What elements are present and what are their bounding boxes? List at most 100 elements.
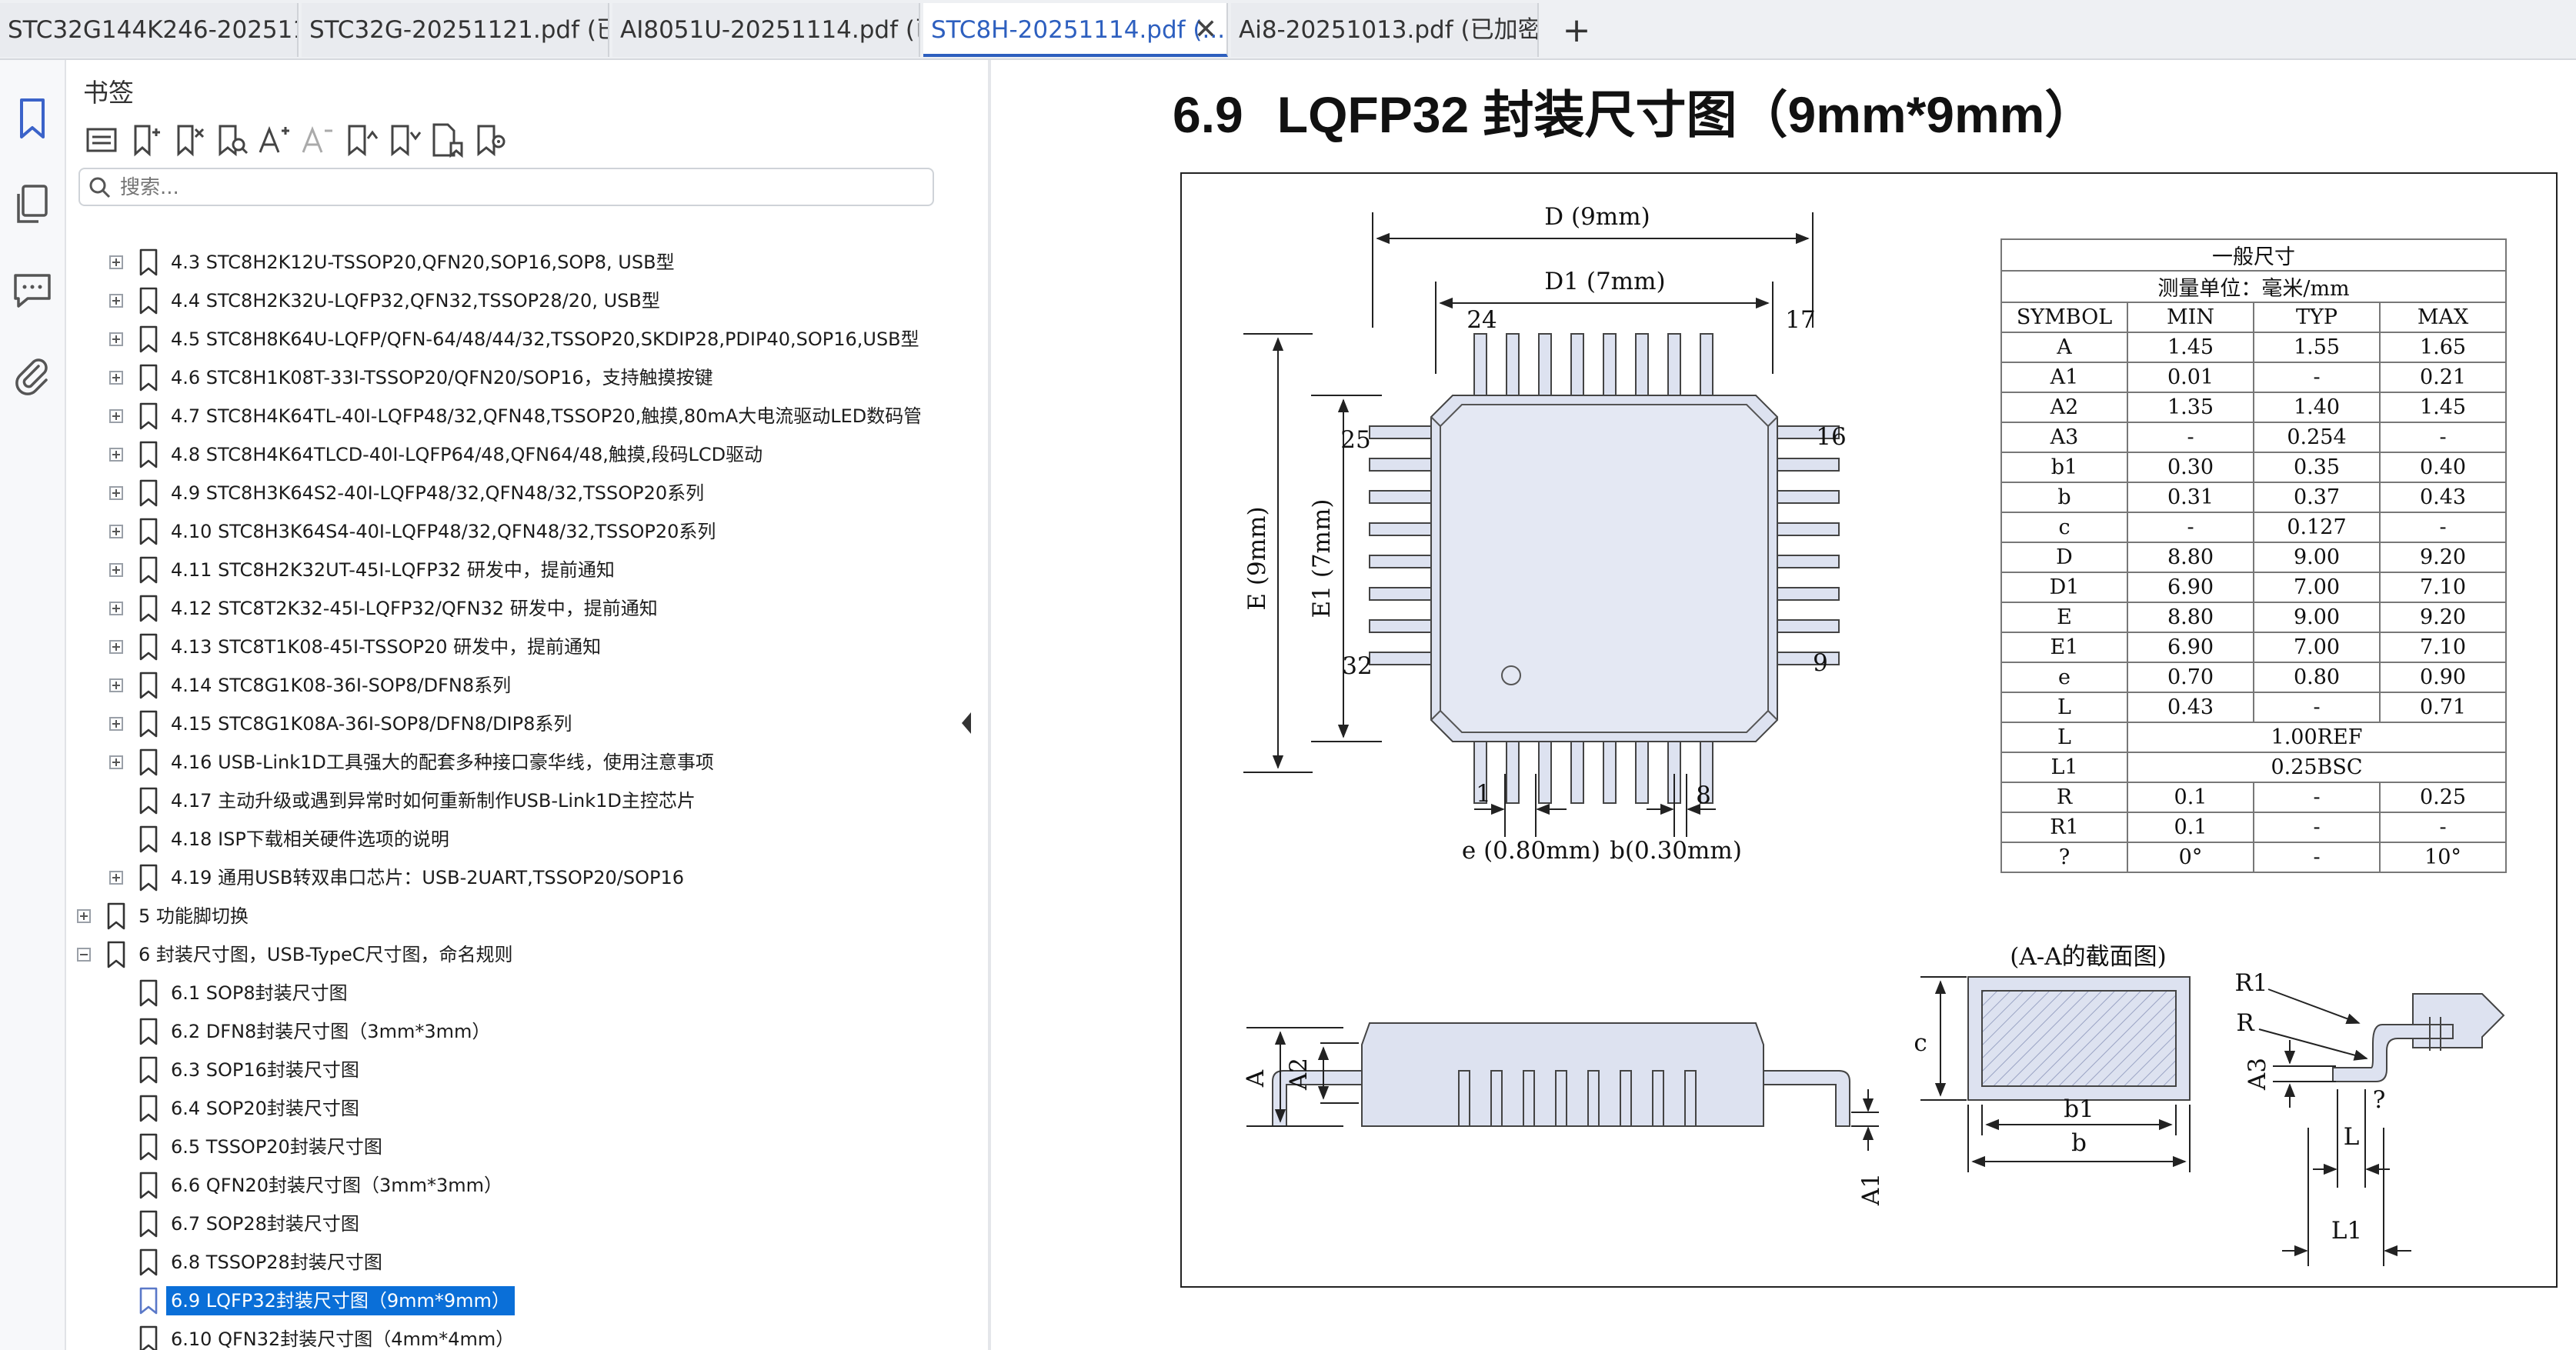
side-lead-pin (1523, 1070, 1535, 1127)
lead-pin (1603, 333, 1617, 396)
bookmark-item[interactable]: 4.19 通用USB转双串口芯片：USB-2UART,TSSOP20/SOP16 (66, 858, 920, 897)
expand-plus-icon[interactable] (109, 371, 123, 385)
bookmark-item[interactable]: 6.2 DFN8封装尺寸图（3mm*3mm） (66, 1012, 920, 1051)
collapse-panel-arrow-icon[interactable] (957, 708, 976, 738)
tab-stc32g[interactable]: STC32G-20251121.pdf (已... (302, 3, 609, 57)
table-cell: A (2000, 332, 2128, 363)
bookmark-item[interactable]: 6.9 LQFP32封装尺寸图（9mm*9mm） (66, 1282, 920, 1320)
table-cell: TYP (2253, 302, 2381, 333)
table-cell: L (2000, 692, 2128, 723)
pins-top (1473, 333, 1713, 396)
bookmark-item[interactable]: 4.16 USB-Link1D工具强大的配套多种接口豪华线，使用注意事项 (66, 743, 920, 782)
panel-splitter[interactable] (988, 60, 991, 1350)
lead-pin (1538, 333, 1552, 396)
find-bookmark-icon[interactable] (211, 118, 251, 162)
new-tab-plus-icon[interactable]: + (1562, 11, 1591, 50)
tab-title: AI8051U-20251114.pdf (已... (620, 16, 919, 44)
foot-r-label: R (2236, 1009, 2255, 1037)
delete-bookmark-icon[interactable] (168, 118, 208, 162)
side-rail (0, 60, 66, 1350)
expand-plus-icon[interactable] (109, 486, 123, 500)
expand-plus-icon[interactable] (109, 409, 123, 423)
table-cell: 0.70 (2127, 662, 2254, 693)
expand-plus-icon[interactable] (109, 640, 123, 654)
bookmark-search-box (78, 168, 934, 206)
bookmark-item[interactable]: 4.9 STC8H3K64S2-40I-LQFP48/32,QFN48/32,T… (66, 474, 920, 512)
expand-plus-icon[interactable] (109, 602, 123, 615)
expand-plus-icon[interactable] (77, 909, 91, 923)
collapse-bookmark-icon[interactable] (383, 118, 423, 162)
lead-pin (1506, 333, 1520, 396)
bookmark-page-icon[interactable] (426, 118, 466, 162)
table-cell: L1 (2000, 752, 2128, 783)
attachment-paperclip-icon[interactable] (8, 352, 57, 402)
pin-number-24: 24 (1467, 306, 1497, 334)
expand-plus-icon[interactable] (109, 871, 123, 885)
bookmark-item[interactable]: 4.7 STC8H4K64TL-40I-LQFP48/32,QFN48,TSSO… (66, 397, 920, 435)
bookmark-item[interactable]: 4.14 STC8G1K08-36I-SOP8/DFN8系列 (66, 666, 920, 705)
bookmark-item[interactable]: 4.3 STC8H2K12U-TSSOP20,QFN20,SOP16,SOP8,… (66, 243, 920, 282)
expand-plus-icon[interactable] (109, 678, 123, 692)
lead-pin (1538, 741, 1552, 804)
bookmark-item[interactable]: 6.8 TSSOP28封装尺寸图 (66, 1243, 920, 1282)
bookmark-item[interactable]: 6.7 SOP28封装尺寸图 (66, 1205, 920, 1243)
bookmark-item[interactable]: 4.13 STC8T1K08-45I-TSSOP20 研发中，提前通知 (66, 628, 920, 666)
collapse-minus-icon[interactable] (77, 948, 91, 962)
bookmark-item[interactable]: 4.5 STC8H8K64U-LQFP/QFN-64/48/44/32,TSSO… (66, 320, 920, 358)
bookmark-item[interactable]: 4.8 STC8H4K64TLCD-40I-LQFP64/48,QFN64/48… (66, 435, 920, 474)
bookmark-label: 4.5 STC8H8K64U-LQFP/QFN-64/48/44/32,TSSO… (171, 328, 919, 350)
add-bookmark-icon[interactable] (125, 118, 165, 162)
bookmark-item[interactable]: 6.4 SOP20封装尺寸图 (66, 1089, 920, 1128)
table-cell: 0.31 (2127, 482, 2254, 513)
decrease-font-icon[interactable] (297, 118, 337, 162)
increase-font-icon[interactable] (254, 118, 294, 162)
expand-plus-icon[interactable] (109, 255, 123, 269)
expand-plus-icon[interactable] (109, 294, 123, 308)
bookmark-icon (139, 1248, 158, 1276)
expand-plus-icon[interactable] (109, 755, 123, 769)
bookmark-item[interactable]: 4.10 STC8H3K64S4-40I-LQFP48/32,QFN48/32,… (66, 512, 920, 551)
bookmark-item[interactable]: 4.18 ISP下载相关硬件选项的说明 (66, 820, 920, 858)
bookmark-label: 4.15 STC8G1K08A-36I-SOP8/DFN8/DIP8系列 (171, 713, 572, 735)
bookmark-item[interactable]: 4.17 主动升级或遇到异常时如何重新制作USB-Link1D主控芯片 (66, 782, 920, 820)
bookmark-search-input[interactable] (118, 172, 922, 203)
expand-plus-icon[interactable] (109, 525, 123, 538)
bookmark-item[interactable]: 6.1 SOP8封装尺寸图 (66, 974, 920, 1012)
tab-stc32g144k246[interactable]: STC32G144K246-2025112... (0, 3, 299, 57)
expand-plus-icon[interactable] (109, 448, 123, 462)
tab-ai8051u[interactable]: AI8051U-20251114.pdf (已... (612, 3, 920, 57)
dim-e-label: E (9mm) (1243, 506, 1271, 610)
bookmark-item[interactable]: 6 封装尺寸图，USB-TypeC尺寸图，命名规则 (66, 935, 920, 974)
bookmark-item[interactable]: 4.4 STC8H2K32U-LQFP32,QFN32,TSSOP28/20, … (66, 282, 920, 320)
expand-plus-icon[interactable] (109, 563, 123, 577)
pages-thumbnail-icon[interactable] (8, 180, 57, 229)
expand-plus-icon[interactable] (109, 717, 123, 731)
table-cell: 1.45 (2127, 332, 2254, 363)
bookmark-item[interactable]: 4.15 STC8G1K08A-36I-SOP8/DFN8/DIP8系列 (66, 705, 920, 743)
bookmark-item[interactable]: 6.6 QFN20封装尺寸图（3mm*3mm） (66, 1166, 920, 1205)
bookmark-label: 6.6 QFN20封装尺寸图（3mm*3mm） (171, 1175, 503, 1196)
bookmark-label: 4.3 STC8H2K12U-TSSOP20,QFN20,SOP16,SOP8,… (171, 252, 675, 273)
lead-pin (1603, 741, 1617, 804)
bookmark-item[interactable]: 5 功能脚切换 (66, 897, 920, 935)
bookmark-item[interactable]: 4.11 STC8H2K32UT-45I-LQFP32 研发中，提前通知 (66, 551, 920, 589)
expand-plus-icon[interactable] (109, 332, 123, 346)
bookmark-item[interactable]: 4.12 STC8T2K32-45I-LQFP32/QFN32 研发中，提前通知 (66, 589, 920, 628)
tab-stc8h[interactable]: STC8H-20251114.pdf (... ✕ (923, 3, 1228, 57)
expand-bookmark-icon[interactable] (340, 118, 380, 162)
bookmark-panel-icon[interactable] (8, 94, 57, 143)
bookmark-item[interactable]: 4.6 STC8H1K08T-33I-TSSOP20/QFN20/SOP16，支… (66, 358, 920, 397)
bookmark-location-icon[interactable] (469, 118, 509, 162)
bookmark-item[interactable]: 6.3 SOP16封装尺寸图 (66, 1051, 920, 1089)
table-cell: 测量单位：毫米/mm (2000, 270, 2507, 303)
close-tab-icon[interactable]: ✕ (1193, 14, 1217, 45)
comment-icon[interactable] (8, 265, 57, 314)
table-cell: - (2253, 842, 2381, 873)
bookmark-item[interactable]: 6.10 QFN32封装尺寸图（4mm*4mm） (66, 1320, 920, 1350)
tab-ai8[interactable]: Ai8-20251013.pdf (已加密) (1231, 3, 1539, 57)
bookmark-label: 6.1 SOP8封装尺寸图 (171, 982, 348, 1004)
bookmark-item[interactable]: 6.5 TSSOP20封装尺寸图 (66, 1128, 920, 1166)
bookmark-list-view-icon[interactable] (82, 118, 122, 162)
